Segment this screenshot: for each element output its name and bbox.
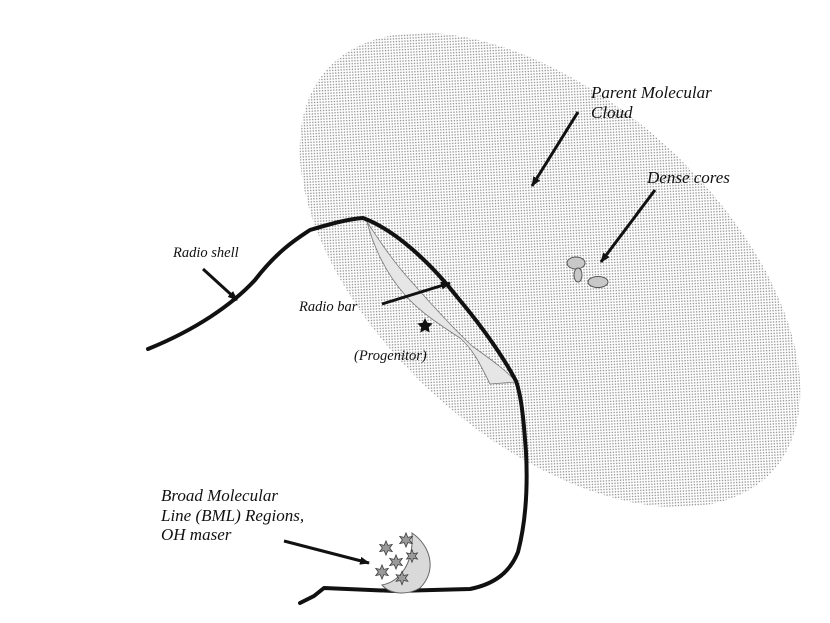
radio-bar-region [366,221,517,385]
radio-bar-arrow [381,281,451,306]
dense-cores-label-text: Dense cores [647,168,730,187]
bml-label-line3: OH maser [161,525,232,545]
parent-cloud-label: Parent Molecular Cloud [591,83,712,122]
bml-label-line1: Broad Molecular [161,486,278,505]
bml-label-line2: Line (BML) Regions, [161,505,305,525]
oh-maser-icon [374,531,419,586]
radio-bar-label: Radio bar [299,299,357,316]
progenitor-label: (Progenitor) [354,348,427,365]
radio-shell [146,216,529,605]
radio-bar-label-text: Radio bar [299,299,358,315]
dense-cores-label: Dense cores [647,168,730,188]
parent-cloud-label-line1: Parent Molecular [591,83,712,102]
radio-shell-label-text: Radio shell [173,245,239,261]
bml-region-icon [374,531,431,594]
radio-shell-label: Radio shell [173,245,239,262]
dense-cores-icon [566,256,609,288]
bml-label: Broad Molecular Line (BML) Regions, OH m… [161,486,304,545]
bml-arrow [283,539,370,565]
parent-cloud-arrow [530,111,580,187]
progenitor-label-text: (Progenitor) [354,348,427,364]
dense-cores-arrow [599,189,657,263]
progenitor-star-icon [417,318,433,333]
parent-molecular-cloud [299,32,801,508]
radio-shell-arrow [201,267,239,302]
parent-cloud-label-line2: Cloud [591,102,633,122]
